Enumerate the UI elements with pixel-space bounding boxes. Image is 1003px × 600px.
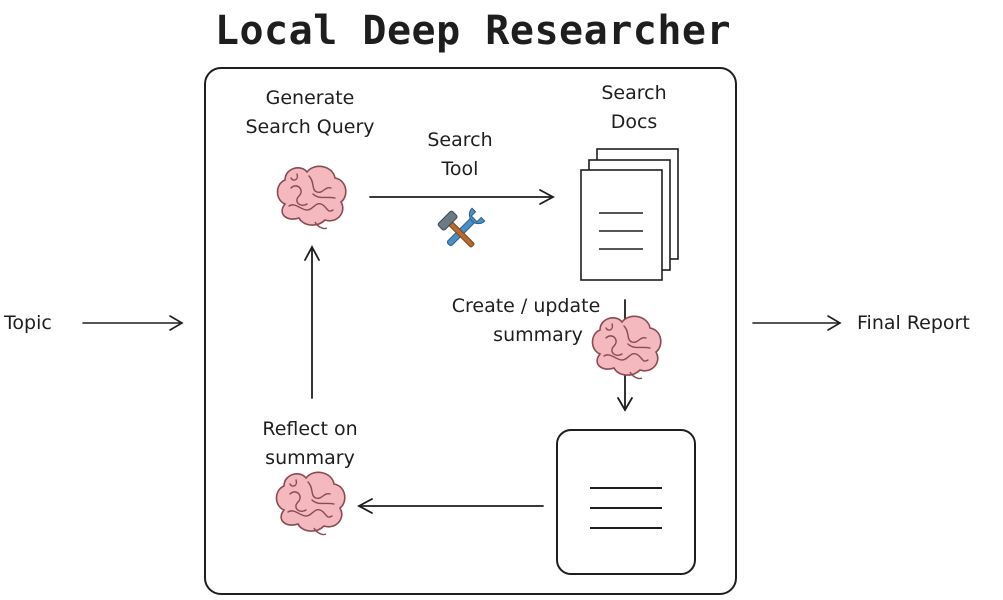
create-update-label: Create / update summary: [451, 295, 601, 346]
workflow-frame: [204, 67, 737, 595]
summary-card-icon: [556, 429, 696, 575]
hammer-wrench-icon: [437, 207, 486, 248]
brain-icon: [276, 165, 347, 230]
topic-arrow: [82, 315, 184, 331]
topic-label: Topic: [4, 312, 52, 334]
loop-arrow: [304, 245, 320, 399]
reflect-arrow: [357, 498, 544, 514]
documents-icon: [580, 148, 679, 281]
generate-query-label: Generate Search Query: [245, 87, 375, 138]
final-report-label: Final Report: [857, 312, 970, 334]
search-tool-label: Search Tool: [427, 129, 493, 180]
search-tool-arrow: [369, 189, 555, 205]
search-docs-label: Search Docs: [601, 82, 667, 133]
reflect-label: Reflect on summary: [262, 418, 358, 469]
page-title: Local Deep Researcher: [214, 8, 732, 54]
brain-icon: [275, 471, 346, 536]
final-report-arrow: [752, 315, 842, 331]
